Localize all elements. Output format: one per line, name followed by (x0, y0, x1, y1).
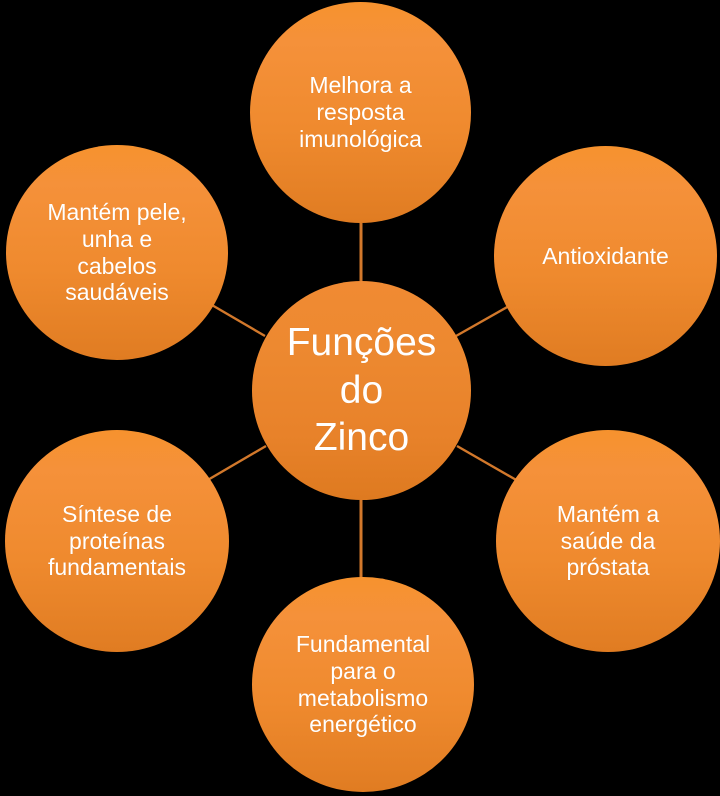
connector-center-to-top-right (455, 300, 517, 338)
node-label-top-right: Antioxidante (542, 242, 669, 269)
connector-center-to-top-left (204, 299, 266, 338)
node-label-bottom: Fundamental para o metabolismo energétic… (295, 630, 431, 738)
node-mantem-saude-prostata[interactable]: Mantém a saúde da próstata (496, 430, 720, 652)
center-node-funcoes-do-zinco[interactable]: Funções do Zinco (252, 281, 471, 500)
node-antioxidante[interactable]: Antioxidante (494, 146, 717, 366)
node-label-top-left: Mantém pele, unha e cabelos saudáveis (47, 198, 187, 306)
connector-center-to-bottom-left (205, 444, 267, 483)
center-node-label: Funções do Zinco (286, 321, 437, 460)
node-sintese-proteinas-fundamentais[interactable]: Síntese de proteínas fundamentais (5, 430, 229, 652)
node-melhora-resposta-imunologica[interactable]: Melhora a resposta imunológica (250, 2, 471, 223)
connector-center-to-bottom-right (456, 444, 519, 483)
node-label-bottom-left: Síntese de proteínas fundamentais (47, 500, 187, 581)
node-label-top: Melhora a resposta imunológica (299, 72, 422, 152)
node-label-bottom-right: Mantém a saúde da próstata (556, 500, 660, 581)
node-mantem-pele-unha-cabelos[interactable]: Mantém pele, unha e cabelos saudáveis (6, 145, 228, 360)
node-fundamental-metabolismo-energetico[interactable]: Fundamental para o metabolismo energétic… (252, 577, 474, 792)
